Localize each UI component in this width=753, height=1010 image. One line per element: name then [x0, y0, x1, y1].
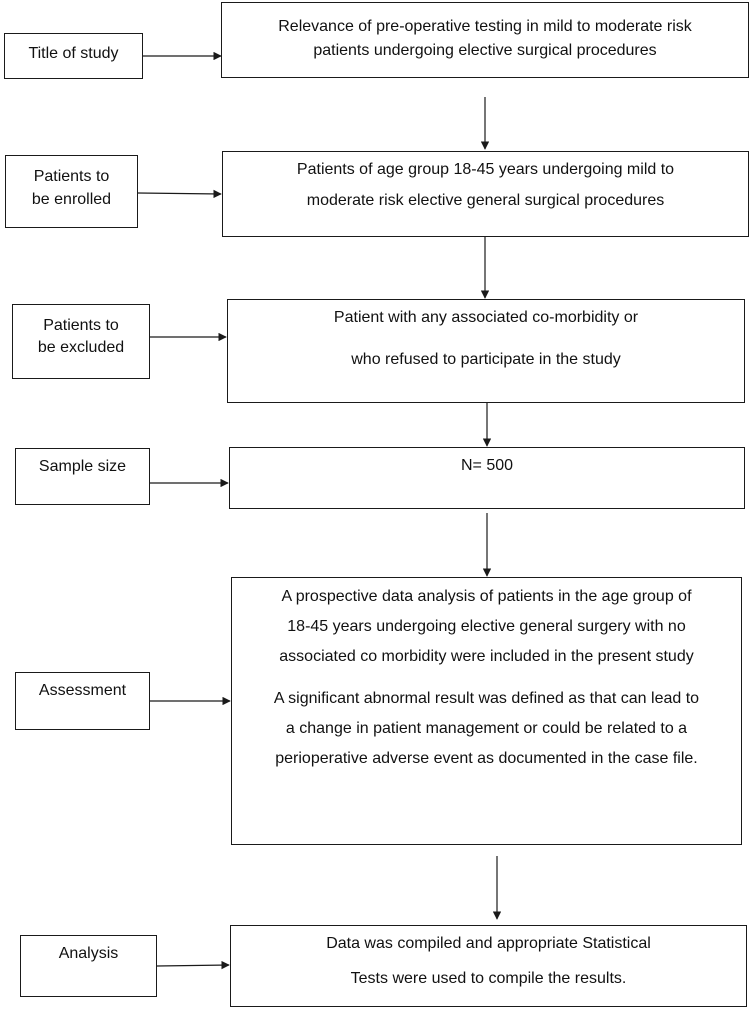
content-enrolled-line-1: Patients of age group 18-45 years underg… — [296, 161, 675, 178]
label-sample-size: Sample size — [38, 458, 127, 475]
label-box-sample-size: Sample size — [15, 448, 150, 505]
content-box-sample: N= 500 — [229, 447, 745, 509]
arrow-enrolled-to-content — [137, 189, 222, 199]
content-enrolled-line-2: moderate risk elective general surgical … — [306, 192, 665, 209]
content-box-analysis: Data was compiled and appropriate Statis… — [230, 925, 747, 1007]
label-box-title-of-study: Title of study — [4, 33, 143, 79]
content-box-enrolled: Patients of age group 18-45 years underg… — [222, 151, 749, 237]
content-box-title: Relevance of pre-operative testing in mi… — [221, 2, 749, 78]
arrow-analysis-to-content — [156, 960, 230, 970]
label-box-assessment: Assessment — [15, 672, 150, 730]
content-assessment-line-4: A significant abnormal result was define… — [273, 690, 700, 707]
label-box-patients-to-be-enrolled: Patients to be enrolled — [5, 155, 138, 228]
label-analysis: Analysis — [58, 945, 119, 962]
content-title-line-1: Relevance of pre-operative testing in mi… — [278, 18, 692, 35]
content-assessment-line-2: 18-45 years undergoing elective general … — [287, 618, 686, 635]
label-enrolled-line-2: be enrolled — [31, 191, 112, 208]
label-excluded-line-2: be excluded — [37, 339, 125, 356]
label-excluded-line-1: Patients to — [43, 317, 119, 334]
content-assessment-line-3: associated co morbidity were included in… — [279, 648, 694, 665]
content-box-assessment: A prospective data analysis of patients … — [231, 577, 742, 845]
content-assessment-line-1: A prospective data analysis of patients … — [281, 588, 692, 605]
content-analysis-line-2: Tests were used to compile the results. — [350, 970, 627, 987]
label-assessment: Assessment — [38, 682, 127, 699]
content-box-excluded: Patient with any associated co-morbidity… — [227, 299, 745, 403]
label-enrolled-line-1: Patients to — [33, 168, 110, 185]
content-analysis-line-1: Data was compiled and appropriate Statis… — [326, 935, 651, 952]
label-box-analysis: Analysis — [20, 935, 157, 997]
content-excluded-line-1: Patient with any associated co-morbidity… — [333, 309, 639, 326]
content-sample-n: N= 500 — [460, 457, 514, 474]
content-excluded-line-2: who refused to participate in the study — [351, 351, 621, 368]
label-title-of-study: Title of study — [28, 45, 119, 62]
label-box-patients-to-be-excluded: Patients to be excluded — [12, 304, 150, 379]
content-title-line-2: patients undergoing elective surgical pr… — [313, 42, 657, 59]
content-assessment-line-5: a change in patient management or could … — [285, 720, 688, 737]
content-assessment-line-6: perioperative adverse event as documente… — [275, 750, 698, 767]
